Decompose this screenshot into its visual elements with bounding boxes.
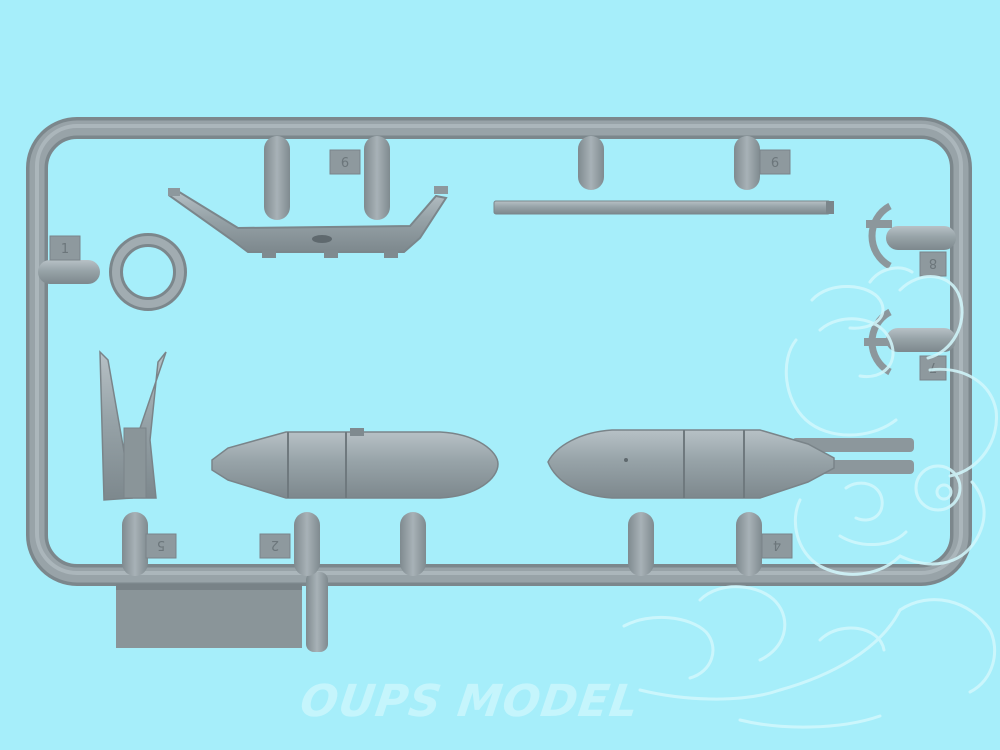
part-number-4: 4 xyxy=(773,537,781,552)
oups-model-watermark-text: OUPS MODEL xyxy=(297,676,643,727)
tail-fin-part xyxy=(99,350,167,501)
curved-bracket-parts xyxy=(864,202,892,376)
sprue-frame xyxy=(26,117,972,586)
drop-tank-left xyxy=(211,428,499,499)
sprue-gates xyxy=(38,136,956,576)
part-number-2: 2 xyxy=(271,537,279,552)
part-number-6: 6 xyxy=(771,156,779,171)
part-number-tabs xyxy=(49,149,947,559)
oups-model-mascot-watermark xyxy=(622,266,998,729)
part-number-8: 8 xyxy=(929,255,937,270)
part-number-5: 5 xyxy=(157,537,165,552)
rod-part xyxy=(493,200,834,215)
sprue-label-tab xyxy=(116,572,328,652)
drop-tank-right xyxy=(547,429,835,499)
cradle-part xyxy=(168,186,448,258)
part-number-7: 7 xyxy=(929,359,937,374)
part-number-1: 1 xyxy=(61,242,69,257)
part-number-9-left: 9 xyxy=(341,153,349,168)
ring-part xyxy=(109,233,187,311)
